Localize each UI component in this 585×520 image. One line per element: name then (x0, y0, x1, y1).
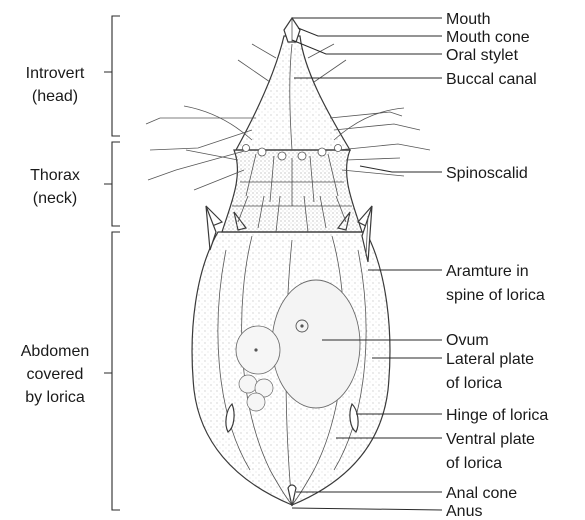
region-labels: Introvert (head) Thorax (neck) Abdomen c… (21, 65, 90, 406)
spinoscalid-leader (360, 166, 442, 172)
ovum (272, 280, 360, 408)
ventral-plate-label: Ventral plate (446, 431, 535, 448)
lateral-plate-sublabel: of lorica (446, 375, 502, 392)
spinoscalid-label: Spinoscalid (446, 165, 528, 182)
introvert-label: Introvert (26, 65, 85, 82)
armature-label: Aramture in (446, 263, 529, 280)
oral-stylet-label: Oral stylet (446, 47, 519, 64)
mouth-cone-leader (298, 28, 442, 36)
region-brackets (104, 16, 120, 510)
abdomen-label: Abdomen (21, 343, 90, 360)
thorax-bracket (104, 142, 120, 226)
ovum-label: Ovum (446, 332, 489, 349)
introvert-head (236, 36, 350, 150)
oral-stylet-leader (292, 40, 442, 54)
ventral-plate-sublabel: of lorica (446, 455, 502, 472)
abdomen-sublabel-covered: covered (27, 366, 84, 383)
mouth-cone-label: Mouth cone (446, 29, 530, 46)
thorax-sublabel: (neck) (33, 190, 77, 207)
lateral-plate-label: Lateral plate (446, 351, 534, 368)
armature-sublabel: spine of lorica (446, 287, 545, 304)
mouth-cone (284, 18, 300, 42)
mouth-label: Mouth (446, 11, 490, 28)
introvert-sublabel: (head) (32, 88, 78, 105)
introvert-bracket (104, 16, 120, 136)
abdomen-bracket (104, 232, 120, 510)
thorax-label: Thorax (30, 167, 80, 184)
abdomen-sublabel-lorica: by lorica (25, 389, 85, 406)
hinge-label: Hinge of lorica (446, 407, 548, 424)
organism-illustration (146, 18, 430, 506)
buccal-canal-label: Buccal canal (446, 71, 537, 88)
part-labels: Mouth Mouth cone Oral stylet Buccal cana… (446, 11, 548, 520)
anal-cone-label: Anal cone (446, 485, 517, 502)
anus-label: Anus (446, 503, 482, 520)
anus-leader (292, 508, 442, 510)
